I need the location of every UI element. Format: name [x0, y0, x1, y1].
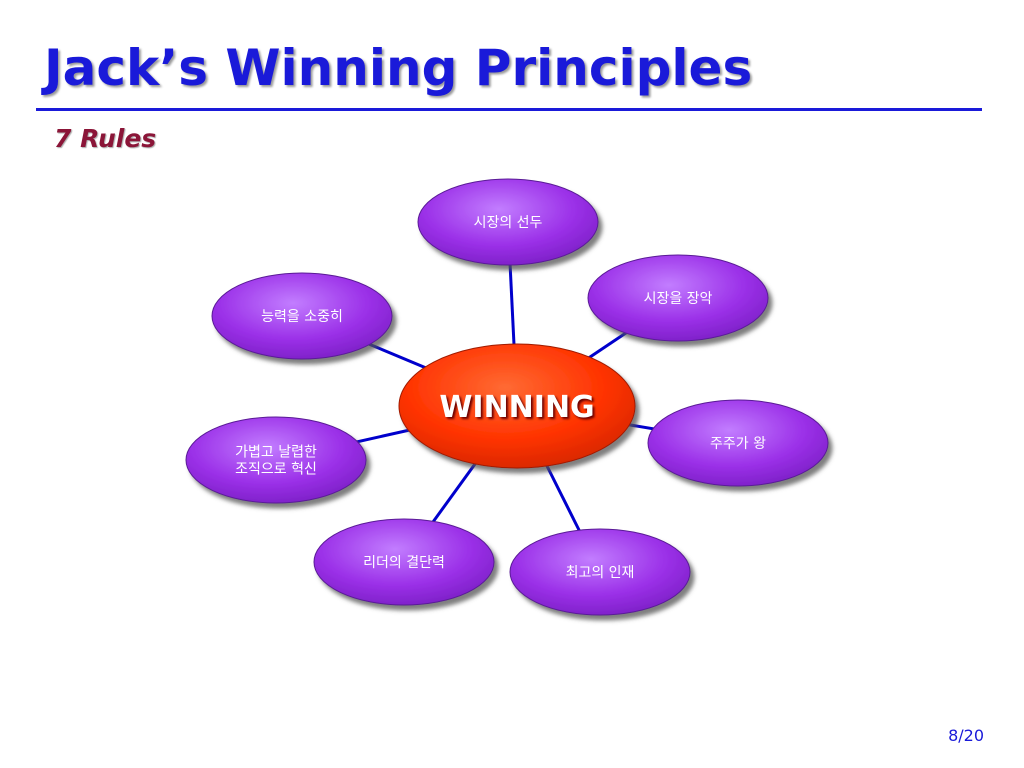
- node-shareholder-king: 주주가 왕: [647, 399, 829, 487]
- title-underline: [36, 108, 982, 111]
- center-node: WINNING: [398, 343, 636, 469]
- node-best-talent: 최고의 인재: [509, 528, 691, 616]
- node-label: 최고의 인재: [566, 565, 635, 581]
- node-shape: [509, 528, 691, 616]
- node-value-ability: 능력을 소중히: [211, 272, 393, 360]
- winning-node: WINNING: [398, 343, 636, 469]
- node-label: 능력을 소중히: [261, 309, 343, 325]
- slide-title: Jack’s Winning Principles: [44, 39, 753, 97]
- node-label: 시장을 장악: [644, 291, 713, 307]
- page-number: 8/20: [948, 726, 984, 745]
- node-shape: [313, 518, 495, 606]
- center-label: WINNING: [439, 390, 594, 425]
- node-label: 주주가 왕: [710, 436, 766, 452]
- node-market-leader: 시장의 선두: [417, 178, 599, 266]
- node-shape: [185, 416, 367, 504]
- node-shape: [647, 399, 829, 487]
- node-label: 가볍고 날렵한: [235, 445, 317, 461]
- node-leader-decisiveness: 리더의 결단력: [313, 518, 495, 606]
- node-shape: [211, 272, 393, 360]
- slide-subtitle: 7 Rules: [54, 124, 157, 153]
- node-label: 리더의 결단력: [363, 555, 445, 571]
- node-label: 시장의 선두: [474, 215, 543, 231]
- node-dominate-market: 시장을 장악: [587, 254, 769, 342]
- node-shape: [587, 254, 769, 342]
- center-shape: [398, 343, 636, 469]
- node-label: 조직으로 혁신: [235, 462, 317, 478]
- node-shape: [417, 178, 599, 266]
